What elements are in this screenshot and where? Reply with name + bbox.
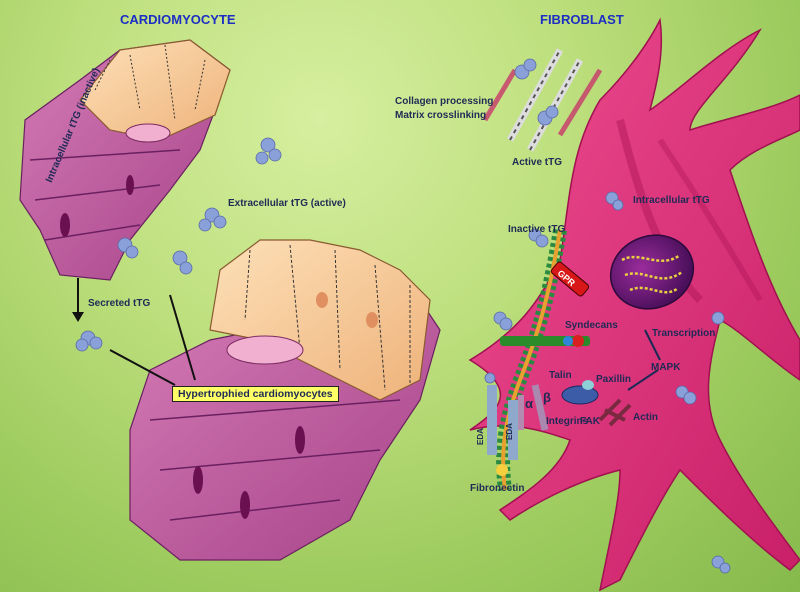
fibroblast-title: FIBROBLAST [540,12,624,27]
label-transcription: Transcription [652,328,716,339]
ttg-proteins [75,58,731,574]
fibroblast-nucleus [609,234,695,310]
label-beta: β [543,390,551,405]
label-alpha: α [525,396,533,411]
label-intracellular-ttg: Intracellular tTG [633,195,710,206]
collagen-fibers [482,48,603,152]
label-fak: FAK [580,416,600,427]
fibronectin-chain [487,385,518,476]
label-eda-left: EDA [476,428,485,445]
label-paxillin: Paxillin [596,374,632,385]
label-mapk: MAPK [651,362,681,373]
cardiomyocyte-small [19,39,231,281]
label-inactive-ttg: Inactive tTG [508,224,566,235]
label-secreted: Secreted tTG [88,298,151,309]
label-hypertrophied: Hypertrophied cardiomyocytes [172,386,339,402]
label-collagen-processing: Collagen processing [395,96,494,107]
label-syndecans: Syndecans [565,320,618,331]
label-talin: Talin [549,370,572,381]
label-fibronectin: Fibronectin [470,483,525,494]
label-matrix-crosslinking: Matrix crosslinking [395,110,487,121]
cardiomyocyte-title: CARDIOMYOCYTE [120,12,236,27]
label-active-ttg: Active tTG [512,157,563,168]
cell-membrane [496,228,567,491]
cardiomyocyte-large [129,239,441,561]
label-actin: Actin [633,412,658,423]
label-eda-right: EDA [505,423,514,440]
label-extracellular-active: Extracellular tTG (active) [228,198,346,209]
label-integrins: Integrins [546,416,589,427]
